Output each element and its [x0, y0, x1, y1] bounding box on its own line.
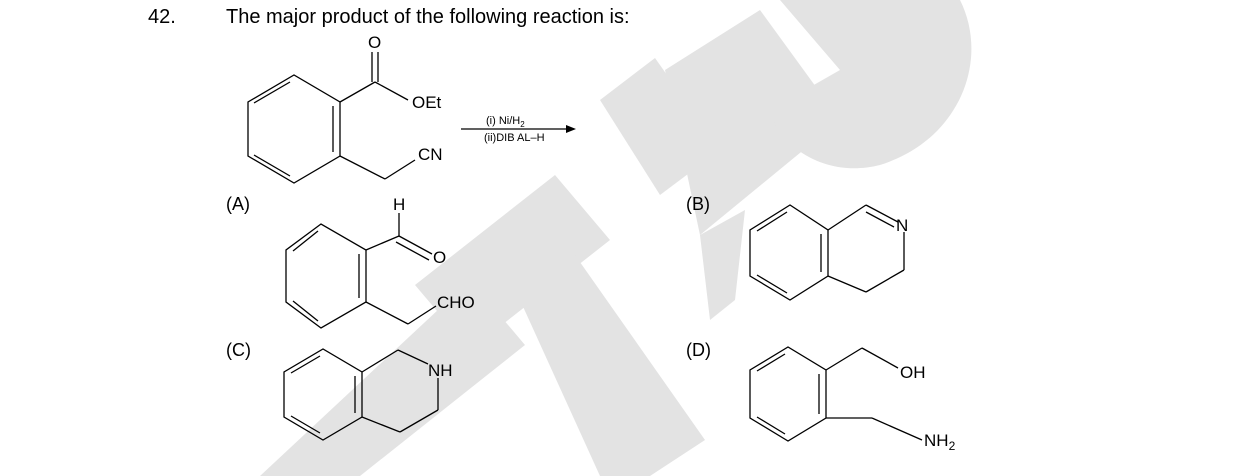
- watermark-shape: [520, 255, 705, 476]
- benzene-ring: [749, 346, 827, 442]
- question-number: 42.: [148, 6, 176, 28]
- option-d-nh2-label: NH2: [924, 431, 956, 453]
- option-a-cho-label: CHO: [437, 293, 475, 312]
- watermark-shape: [740, 0, 972, 169]
- condition-step-2: (ii)DIB AL–H: [484, 132, 545, 144]
- option-c-structure: NH: [283, 348, 453, 441]
- option-a-structure: H O CHO: [285, 195, 475, 329]
- reactant-cn-label: CN: [418, 145, 443, 164]
- option-d-oh-label: OH: [900, 363, 926, 382]
- benzene-ring: [247, 74, 341, 184]
- watermark-shape: [700, 210, 745, 320]
- option-d-label: (D): [686, 340, 711, 360]
- option-a-label: (A): [226, 194, 250, 214]
- option-c-label: (C): [226, 340, 251, 360]
- option-a-o-label: O: [433, 248, 446, 267]
- option-c-nh-label: NH: [428, 361, 453, 380]
- watermark-shape: [260, 280, 525, 476]
- benzene-ring: [283, 348, 363, 441]
- option-b-structure: N: [749, 204, 908, 301]
- option-d-structure: OH NH2: [749, 346, 956, 453]
- option-a-h-label: H: [393, 195, 405, 214]
- condition-step-1: (i) Ni/H2: [486, 115, 525, 129]
- option-b-n-label: N: [896, 216, 908, 235]
- benzene-ring: [285, 223, 367, 329]
- reactant-carbonyl-o: O: [368, 33, 381, 52]
- reactant-oet-label: OEt: [412, 93, 442, 112]
- option-b-label: (B): [686, 194, 710, 214]
- watermark-shape: [665, 10, 840, 235]
- benzene-ring: [749, 204, 829, 301]
- reactant-structure: O OEt CN: [247, 33, 443, 184]
- reaction-arrow: (i) Ni/H2 (ii)DIB AL–H: [461, 115, 576, 144]
- question-text: The major product of the following react…: [226, 6, 630, 28]
